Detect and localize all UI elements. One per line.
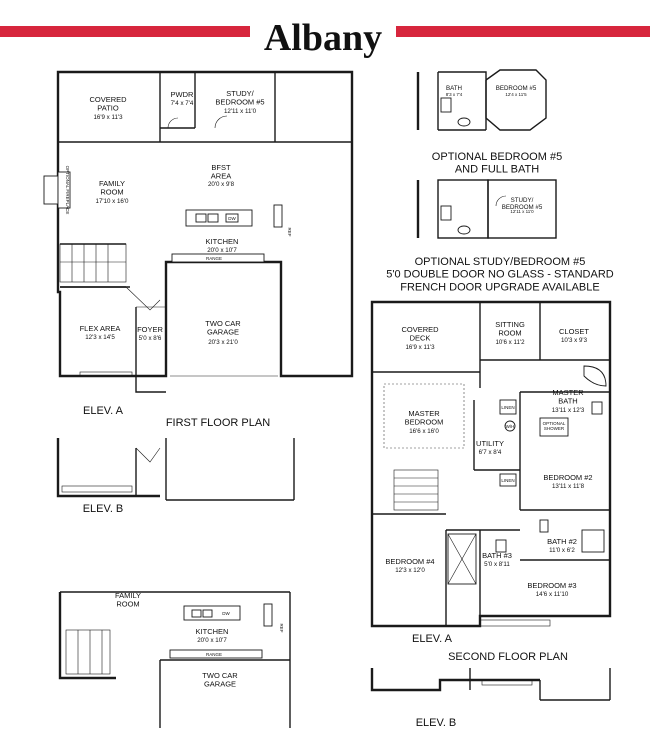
room-bedroom3-dim: 14'6 x 11'10 — [536, 591, 569, 598]
opt-study-label: STUDY/BEDROOM #5 — [502, 197, 543, 211]
room-pwdr: PWDR — [171, 90, 194, 99]
first-floor-elev-b: ELEV. B — [56, 438, 295, 515]
second-elev-b-label: ELEV. B — [416, 717, 457, 729]
opt-bath-label: BATH — [446, 85, 462, 92]
first-elev-b-label: ELEV. B — [83, 503, 124, 515]
room-master-bed-dim: 16'6 x 16'0 — [409, 428, 439, 435]
room-bedroom3: BEDROOM #3 — [527, 581, 576, 590]
room-bath3: BATH #3 — [482, 551, 512, 560]
opt-bath-dim: 8'3 x 7'4 — [446, 92, 463, 97]
room-bfst-dim: 20'0 x 9'8 — [208, 181, 235, 188]
plan-title: Albany — [264, 17, 382, 59]
room-flex-dim: 12'3 x 14'5 — [85, 334, 115, 341]
room-flex: FLEX AREA — [80, 324, 121, 333]
room-bath3-dim: 5'0 x 8'11 — [484, 561, 510, 568]
linen-label: LINEN — [501, 405, 514, 410]
room-foyer: FOYER — [137, 325, 163, 334]
linen2-label: LINEN — [501, 478, 514, 483]
room-bedroom4: BEDROOM #4 — [385, 557, 434, 566]
accent-bar-right — [396, 26, 650, 37]
room-covered-deck-dim: 16'9 x 11'3 — [405, 344, 435, 351]
room-pwdr-dim: 7'4 x 7'4 — [171, 100, 194, 107]
room-kitchen: KITCHEN — [206, 237, 239, 246]
room-master-bath-dim: 13'11 x 12'3 — [552, 407, 585, 414]
room-closet-dim: 10'3 x 9'3 — [561, 337, 588, 344]
alt-kitchen-dim: 20'0 x 10'7 — [197, 637, 227, 644]
option-study-plan: STUDY/BEDROOM #5 12'11 x 11'0 OPTIONAL S… — [386, 179, 614, 293]
alt-dishwasher-label: DW — [222, 611, 230, 616]
first-elev-a-label: ELEV. A — [83, 405, 124, 417]
room-closet: CLOSET — [559, 327, 589, 336]
room-bedroom2-dim: 13'11 x 11'8 — [552, 483, 585, 490]
wh-label: W/H — [506, 424, 515, 429]
room-utility-dim: 6'7 x 8'4 — [479, 449, 502, 456]
range-label: RANGE — [206, 256, 222, 261]
first-floor-caption: FIRST FLOOR PLAN — [166, 417, 270, 429]
room-study-dim: 12'11 x 11'0 — [224, 108, 257, 115]
room-bedroom2: BEDROOM #2 — [543, 473, 592, 482]
alt-kitchen-label: KITCHEN — [196, 627, 229, 636]
ref-label: REF — [287, 228, 292, 237]
room-utility: UTILITY — [476, 439, 504, 448]
room-sitting-dim: 10'6 x 11'2 — [495, 339, 525, 346]
accent-bar-left — [0, 26, 250, 37]
opt-bed5-dim: 12'4 x 11'5 — [505, 92, 527, 97]
room-family-dim: 17'10 x 16'0 — [96, 198, 130, 205]
alt-ref-label: REF — [279, 624, 284, 633]
opt-bed5-label: BEDROOM #5 — [496, 85, 537, 92]
second-floor-elev-b: ELEV. B — [370, 668, 611, 729]
first-floor-plan: OPTIONAL FIREPLACE DW RANGE REF C — [43, 70, 354, 429]
room-study: STUDY/BEDROOM #5 — [215, 89, 264, 107]
opt-study-dim: 12'11 x 11'0 — [510, 209, 534, 214]
room-kitchen-dim: 20'0 x 10'7 — [207, 247, 237, 254]
fireplace-label: OPTIONAL FIREPLACE — [65, 166, 70, 215]
room-bedroom4-dim: 12'3 x 12'0 — [395, 567, 425, 574]
room-foyer-dim: 5'0 x 8'6 — [139, 335, 162, 342]
room-covered-patio-dim: 16'9 x 11'3 — [93, 114, 123, 121]
alt-range-label: RANGE — [206, 652, 222, 657]
option-bedroom5-plan: BATH 8'3 x 7'4 BEDROOM #5 12'4 x 11'5 OP… — [416, 69, 562, 176]
second-elev-a-label: ELEV. A — [412, 633, 453, 645]
dishwasher-label: DW — [228, 216, 236, 221]
room-garage-dim: 20'3 x 21'0 — [208, 339, 238, 346]
room-bath2: BATH #2 — [547, 537, 577, 546]
second-floor-caption: SECOND FLOOR PLAN — [448, 651, 568, 663]
room-bath2-dim: 11'0 x 6'2 — [549, 547, 575, 554]
